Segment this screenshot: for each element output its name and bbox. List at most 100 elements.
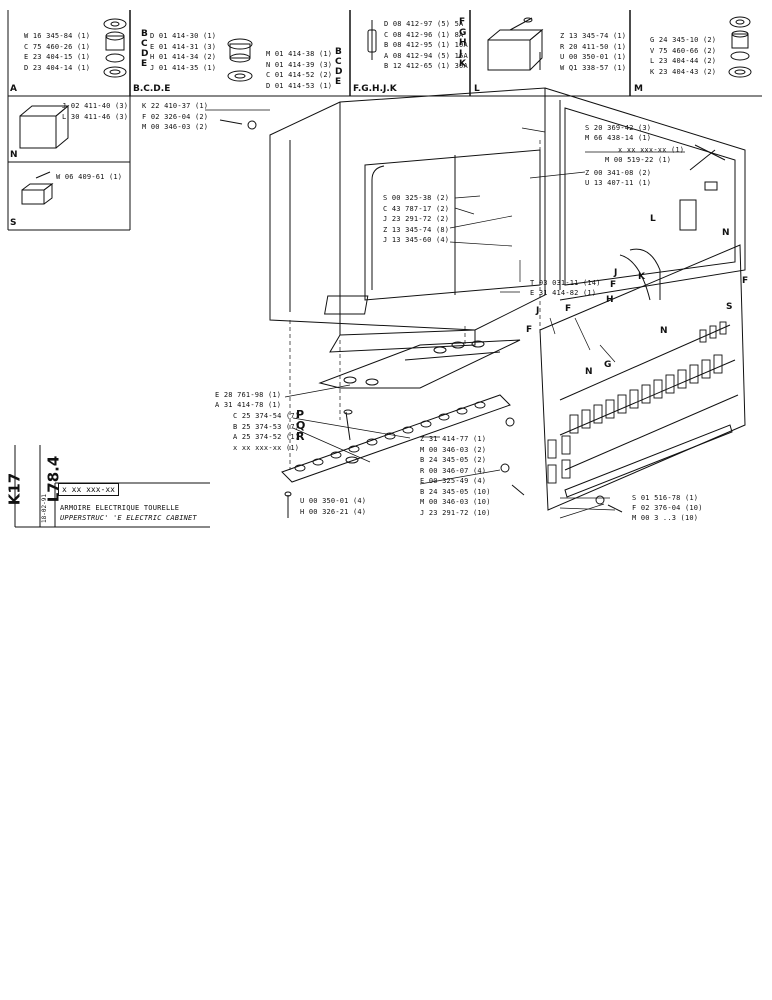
- part-code: B 25 374-53 (7): [233, 422, 300, 431]
- part-code: E 01 414-31 (3): [150, 42, 217, 51]
- part-code: N 01 414-39 (3): [266, 60, 333, 69]
- part-code: E 31 414-82 (1): [530, 289, 597, 297]
- part-code: M 00 519-22 (1): [605, 156, 672, 164]
- part-code: C 01 414-52 (2): [266, 71, 333, 79]
- part-code: D 23 404-14 (1): [24, 63, 91, 72]
- part-code: R 20 411-50 (1): [560, 42, 627, 51]
- part-code: T 03 031-11 (14): [530, 279, 601, 287]
- part-code: W 16 345-84 (1): [24, 32, 91, 40]
- part-code: S 20 369-42 (3): [585, 124, 652, 132]
- part-code: A 25 374-52 (1): [233, 433, 300, 441]
- part-code: L 23 404-44 (2): [650, 57, 717, 65]
- panel-m-list: G 24 345-10 (2) V 75 460-66 (2) L 23 404…: [650, 35, 716, 77]
- title-french: ARMOIRE ELECTRIQUE TOURELLE: [60, 504, 180, 512]
- part-code: E 28 761-98 (1): [215, 391, 282, 399]
- panel-fghjk-list: D 08 412-97 (5) 5A C 08 412-96 (1) 8A B …: [384, 19, 468, 72]
- center-callouts: Z 31 414-77 (1) M 00 346-03 (2) B 24 345…: [420, 434, 491, 518]
- part-code: Z 13 345-74 (8): [383, 225, 450, 234]
- part-code: M 66 438-14 (1): [585, 134, 652, 142]
- part-code: B 24 345-05 (10): [420, 487, 491, 496]
- part-code: K 23 404-43 (2): [650, 67, 717, 76]
- ref-letter: J: [614, 268, 618, 278]
- ref-letter: F: [459, 17, 466, 27]
- part-code: M 00 346-03 (10): [420, 498, 491, 506]
- part-code: B 08 412-95 (1) 10A: [384, 41, 468, 49]
- drawing-code-1: K17: [5, 472, 24, 506]
- part-code: G 24 345-10 (2): [650, 36, 717, 44]
- ref-letter: C: [335, 57, 342, 67]
- ref-letter: L: [650, 214, 656, 224]
- ref-letter: N: [722, 228, 730, 238]
- part-code: B 12 412-65 (1) 30A: [384, 62, 468, 70]
- part-code: J 02 411-40 (3): [62, 102, 129, 110]
- ref-letter: H: [459, 38, 467, 48]
- part-code: W Q1 338-57 (1): [560, 63, 627, 72]
- ref-letter: G: [604, 360, 612, 370]
- panel-s-label: S: [10, 218, 17, 228]
- part-code: A 31 414-78 (1): [215, 401, 282, 409]
- part-code: S 01 516-78 (1): [632, 494, 699, 502]
- ref-letter: R: [296, 430, 305, 443]
- ref-letter: F: [526, 325, 533, 335]
- part-code: E 23 404-15 (1): [24, 53, 91, 61]
- part-code: x xx xxx-xx (1): [233, 443, 300, 452]
- ref-letter: D: [335, 67, 343, 77]
- ref-letter: P: [296, 408, 305, 421]
- ref-letter: C: [141, 39, 148, 49]
- part-code: V 75 460-66 (2): [650, 46, 717, 55]
- part-code: B 24 345-05 (2): [420, 456, 487, 464]
- panel-bcde-left-list: D 01 414-30 (1) E 01 414-31 (3) H 01 414…: [150, 31, 216, 73]
- cabinet-mid-callouts: S 00 325-38 (2) C 43 787-17 (2) J 23 291…: [383, 193, 449, 246]
- ref-letter: F: [610, 280, 617, 290]
- ref-letter: G: [459, 28, 467, 38]
- part-code: U 00 350-01 (1): [560, 53, 627, 61]
- part-code: A 08 412-94 (5) 16A: [384, 51, 468, 60]
- ref-letter: E: [141, 59, 148, 69]
- cabinet-top-left-callouts: K 22 410-37 (1) F 02 326-04 (2) M 00 346…: [142, 101, 208, 133]
- panel-bcde-label: B.C.D.E: [133, 84, 171, 94]
- drawing-date: 18-02-91: [40, 494, 48, 523]
- part-code: D 01 414-53 (1): [266, 81, 333, 90]
- part-code: U 00 350-01 (4): [300, 497, 367, 505]
- part-code: H 00 326-21 (4): [300, 508, 367, 516]
- ref-letter: F: [742, 276, 749, 286]
- ref-letter: N: [585, 367, 593, 377]
- part-number: x xx xxx-xx: [62, 485, 115, 494]
- part-code: S 00 325-38 (2): [383, 194, 450, 202]
- part-code: R 00 346-07 (4): [420, 466, 487, 475]
- part-code: C 08 412-96 (1) 8A: [384, 30, 464, 39]
- part-code: K 22 410-37 (1): [142, 102, 209, 110]
- drawing-code-vertical: K17: [5, 452, 40, 524]
- part-code: M 00 346-03 (2): [420, 445, 487, 454]
- part-code: Z 31 414-77 (1): [420, 435, 487, 443]
- ref-letter: D: [141, 49, 149, 59]
- part-code: J 23 291-72 (2): [383, 215, 450, 223]
- part-code: Z 13 345-74 (1): [560, 32, 627, 40]
- part-code: F 02 326-04 (2): [142, 112, 209, 121]
- ref-letter: S: [726, 302, 733, 312]
- ref-letter: F: [565, 304, 572, 314]
- part-code: W 06 409-61 (1): [56, 173, 123, 181]
- panel-n-label: N: [10, 150, 18, 160]
- ref-letter: E: [335, 77, 342, 87]
- panel-a-parts-list: W 16 345-84 (1) C 75 460-26 (1) E 23 404…: [24, 31, 90, 73]
- ref-letter: N: [660, 326, 668, 336]
- ref-letter: B: [141, 29, 148, 39]
- part-code: x xx xxx-xx (1): [618, 146, 685, 154]
- panel-l-label: L: [474, 84, 480, 94]
- ref-letter: Q: [296, 419, 306, 432]
- part-code: J 23 291-72 (10): [420, 508, 491, 517]
- part-code: H 01 414-34 (2): [150, 53, 217, 61]
- part-code: C 25 374-54 (7): [233, 412, 300, 420]
- panel-l-list: Z 13 345-74 (1) R 20 411-50 (1) U 00 350…: [560, 31, 626, 73]
- part-code: M 00 3 ..3 (10): [632, 514, 699, 522]
- ref-letter: J: [459, 49, 463, 59]
- part-code: J 01 414-35 (1): [150, 63, 217, 72]
- panel-bcde-right-list: M 01 414-38 (1) N 01 414-39 (3) C 01 414…: [266, 49, 332, 91]
- part-code: C 43 787-17 (2): [383, 204, 450, 213]
- part-code: Z 00 341-08 (2): [585, 169, 652, 177]
- panel-fghjk-label: F.G.H.J.K: [353, 84, 397, 94]
- part-code: D 08 412-97 (5) 5A: [384, 20, 464, 28]
- part-number-box: x xx xxx-xx: [58, 483, 119, 496]
